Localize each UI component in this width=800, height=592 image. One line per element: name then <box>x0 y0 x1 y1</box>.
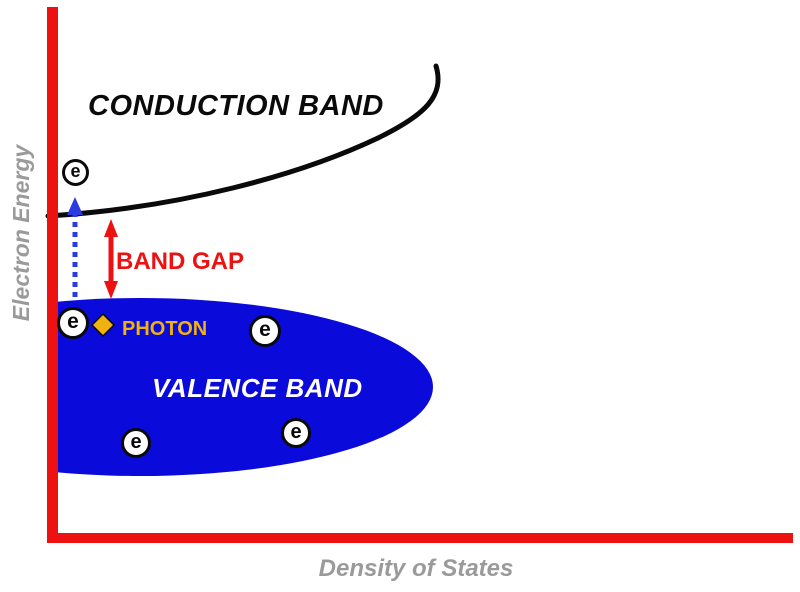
electron-marker-valence-4: e <box>281 418 311 448</box>
x-axis-label: Density of States <box>318 555 514 582</box>
valence-band-label: VALENCE BAND <box>152 373 363 403</box>
electron-marker-valence-2: e <box>249 315 281 347</box>
electron-marker-valence-3: e <box>121 428 151 458</box>
band-gap-arrow-head-bottom <box>104 281 118 299</box>
valence-band-shape <box>52 298 433 476</box>
photon-excitation-arrow-head <box>67 197 83 215</box>
conduction-band-curve <box>45 63 441 219</box>
band-gap-arrow-head-top <box>104 219 118 237</box>
band-gap-label: BAND GAP <box>116 248 245 275</box>
photon-label: PHOTON <box>122 318 208 340</box>
conduction-band-label: CONDUCTION BAND <box>88 90 384 122</box>
electron-marker-conduction: e <box>62 159 89 186</box>
electron-marker-valence-1: e <box>57 307 89 339</box>
photon-icon <box>90 312 116 338</box>
y-axis-line <box>47 7 58 543</box>
x-axis-line <box>47 533 793 543</box>
y-axis-label: Electron Energy <box>8 144 34 322</box>
